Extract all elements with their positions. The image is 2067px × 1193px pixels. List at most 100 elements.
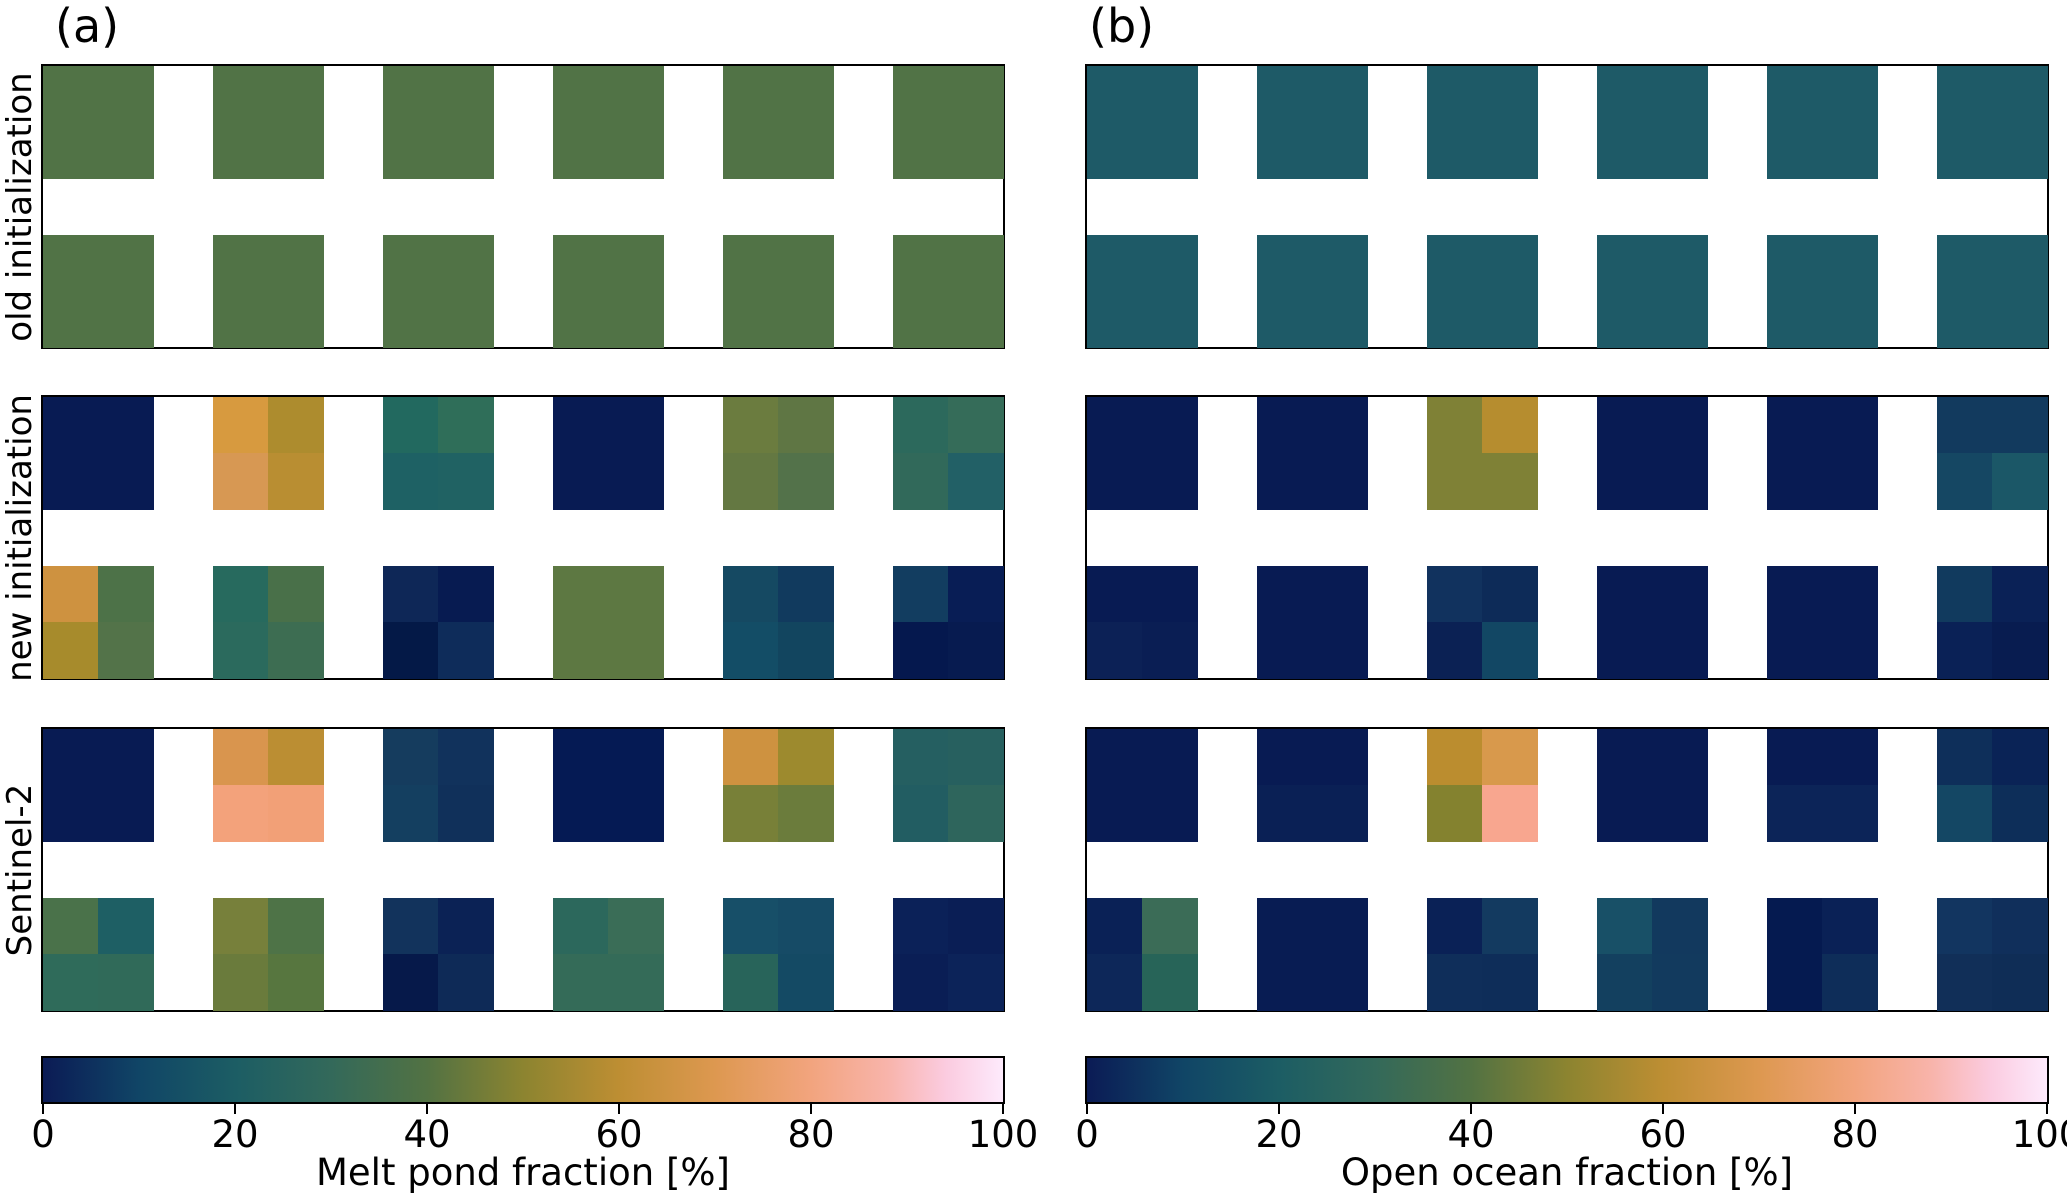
colorbar-tick-mark: [1086, 1102, 1088, 1114]
heatmap-cell: [1652, 453, 1708, 510]
heatmap-cell: [1822, 453, 1878, 510]
heatmap-cell: [98, 622, 154, 679]
heatmap-cell: [1767, 122, 1823, 179]
colorbar-tick-label: 80: [787, 1113, 835, 1156]
heatmap-cell: [213, 291, 269, 348]
heatmap-cell: [553, 453, 609, 510]
heatmap-cell: [778, 954, 834, 1011]
heatmap-cell: [1257, 729, 1313, 786]
heatmap-cell: [1087, 954, 1143, 1011]
heatmap-cell: [893, 66, 949, 123]
heatmap-cell: [213, 898, 269, 955]
heatmap-cell: [1312, 729, 1368, 786]
heatmap-cell: [948, 898, 1004, 955]
heatmap-cell: [1652, 729, 1708, 786]
colorbar-tick-label: 0: [31, 1113, 55, 1156]
heatmap-cell: [268, 729, 324, 786]
heatmap-cell: [778, 291, 834, 348]
colorbar-tick-mark: [2046, 1102, 2048, 1114]
colorbar-tick-label: 100: [2011, 1113, 2067, 1156]
colorbar-tick-label: 40: [403, 1113, 451, 1156]
panel-grid-a-1: [41, 395, 1005, 680]
heatmap-cell: [1312, 397, 1368, 454]
heatmap-cell: [1142, 622, 1198, 679]
colorbar-tick-mark: [1002, 1102, 1004, 1114]
heatmap-cell: [553, 397, 609, 454]
colorbar-melt-pond: [41, 1056, 1005, 1104]
colorbar-tick-label: 100: [967, 1113, 1039, 1156]
heatmap-cell: [1597, 729, 1653, 786]
heatmap-cell: [1767, 566, 1823, 623]
heatmap-cell: [723, 622, 779, 679]
heatmap-cell: [1142, 66, 1198, 123]
heatmap-cell: [1822, 397, 1878, 454]
heatmap-cell: [438, 397, 494, 454]
heatmap-cell: [1482, 235, 1538, 292]
heatmap-cell: [1992, 235, 2048, 292]
heatmap-cell: [778, 898, 834, 955]
heatmap-cell: [608, 235, 664, 292]
heatmap-cell: [553, 122, 609, 179]
heatmap-cell: [1597, 291, 1653, 348]
colorbar-tick-mark: [1470, 1102, 1472, 1114]
panel-grid-a-2: [41, 727, 1005, 1012]
heatmap-cell: [1652, 566, 1708, 623]
heatmap-cell: [723, 66, 779, 123]
colorbar-tick-mark: [618, 1102, 620, 1114]
heatmap-cell: [1312, 898, 1368, 955]
colorbar-tick-label: 20: [211, 1113, 259, 1156]
heatmap-cell: [1652, 954, 1708, 1011]
heatmap-cell: [1937, 235, 1993, 292]
heatmap-cell: [268, 122, 324, 179]
heatmap-cell: [893, 622, 949, 679]
heatmap-cell: [723, 729, 779, 786]
heatmap-cell: [1312, 622, 1368, 679]
heatmap-cell: [1992, 729, 2048, 786]
heatmap-cell: [1992, 566, 2048, 623]
heatmap-cell: [1427, 954, 1483, 1011]
heatmap-cell: [723, 235, 779, 292]
heatmap-cell: [553, 66, 609, 123]
colorbar-tick-label: 0: [1075, 1113, 1099, 1156]
heatmap-cell: [1087, 898, 1143, 955]
heatmap-cell: [43, 898, 99, 955]
heatmap-cell: [1257, 122, 1313, 179]
heatmap-cell: [1142, 291, 1198, 348]
heatmap-cell: [1822, 66, 1878, 123]
heatmap-cell: [1597, 397, 1653, 454]
heatmap-cell: [1822, 785, 1878, 842]
heatmap-cell: [1937, 622, 1993, 679]
heatmap-cell: [438, 954, 494, 1011]
heatmap-cell: [438, 898, 494, 955]
heatmap-cell: [1142, 566, 1198, 623]
heatmap-cell: [1482, 622, 1538, 679]
heatmap-cell: [268, 291, 324, 348]
heatmap-cell: [1937, 66, 1993, 123]
colorbar-tick-mark: [234, 1102, 236, 1114]
panel-grid-b-0: [1085, 64, 2049, 349]
heatmap-cell: [1937, 397, 1993, 454]
heatmap-cell: [43, 785, 99, 842]
heatmap-cell: [268, 235, 324, 292]
heatmap-cell: [383, 622, 439, 679]
colorbar-open-ocean: [1085, 1056, 2049, 1104]
heatmap-cell: [1597, 66, 1653, 123]
heatmap-cell: [553, 235, 609, 292]
heatmap-cell: [723, 453, 779, 510]
heatmap-cell: [893, 291, 949, 348]
heatmap-cell: [383, 235, 439, 292]
heatmap-cell: [1087, 291, 1143, 348]
heatmap-cell: [1992, 291, 2048, 348]
heatmap-cell: [1597, 622, 1653, 679]
heatmap-cell: [1087, 397, 1143, 454]
heatmap-cell: [213, 566, 269, 623]
heatmap-cell: [383, 785, 439, 842]
heatmap-cell: [723, 954, 779, 1011]
heatmap-cell: [1257, 898, 1313, 955]
heatmap-cell: [1142, 729, 1198, 786]
heatmap-cell: [98, 566, 154, 623]
heatmap-cell: [1992, 622, 2048, 679]
heatmap-cell: [43, 954, 99, 1011]
